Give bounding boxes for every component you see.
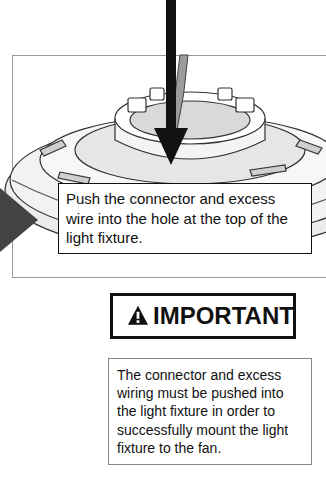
- step-pointer: [0, 188, 38, 252]
- node-text: IMPORTANT: [153, 302, 285, 330]
- warning-icon: [128, 306, 148, 325]
- push-arrow: [154, 0, 188, 165]
- important-box: IMPORTANT: [110, 293, 296, 339]
- node-text: The connector and excess wiring must be …: [117, 366, 303, 457]
- node-text: Push the connector and excess wire into …: [66, 189, 304, 248]
- caption-box: Push the connector and excess wire into …: [58, 183, 312, 254]
- note-box: The connector and excess wiring must be …: [108, 358, 312, 465]
